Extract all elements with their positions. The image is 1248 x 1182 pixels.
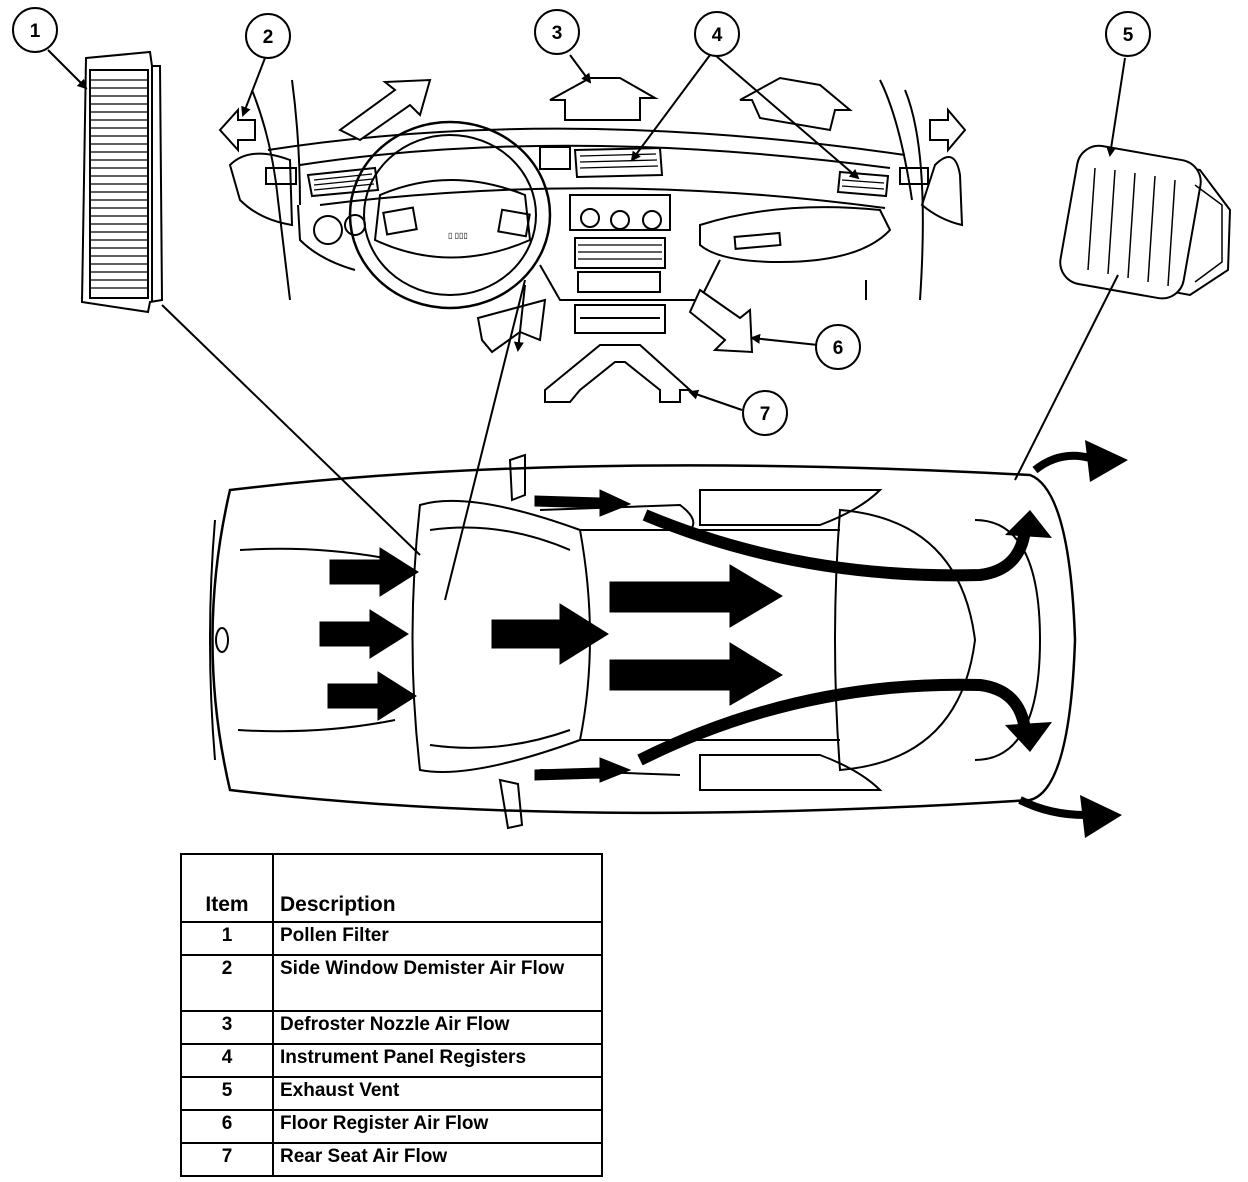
callout-3: 3 [534, 9, 580, 55]
legend-row: 1 Pollen Filter [180, 921, 603, 956]
car-curved-arrowheads [1005, 440, 1128, 838]
leader-lines [47, 49, 1126, 601]
legend-item-number: 5 [180, 1076, 274, 1111]
legend-item-description: Exhaust Vent [272, 1076, 603, 1111]
dashboard-illustration: ▯ ▯▯▯ [228, 79, 964, 334]
legend-item-description: Defroster Nozzle Air Flow [272, 1010, 603, 1045]
callout-2: 2 [245, 13, 291, 59]
dashboard-airflow-arrows [218, 76, 967, 403]
svg-text:4: 4 [712, 25, 723, 46]
car-curved-airflow [637, 451, 1092, 819]
legend-item-description: Rear Seat Air Flow [272, 1142, 603, 1177]
legend-row: 3 Defroster Nozzle Air Flow [180, 1010, 603, 1045]
svg-text:3: 3 [552, 23, 563, 44]
legend-header-item: Item [180, 853, 274, 923]
legend-item-number: 2 [180, 954, 274, 1012]
legend-row: 2 Side Window Demister Air Flow [180, 954, 603, 1012]
legend-row: 7 Rear Seat Air Flow [180, 1142, 603, 1177]
legend-item-number: 3 [180, 1010, 274, 1045]
svg-text:1: 1 [30, 21, 41, 42]
svg-text:2: 2 [263, 27, 274, 48]
legend-row: 5 Exhaust Vent [180, 1076, 603, 1111]
pollen-filter-illustration [80, 50, 164, 314]
svg-text:5: 5 [1123, 25, 1134, 46]
callout-4: 4 [694, 11, 740, 57]
legend-item-description: Instrument Panel Registers [272, 1043, 603, 1078]
legend-header-row: Item Description [180, 853, 603, 923]
legend-item-description: Floor Register Air Flow [272, 1109, 603, 1144]
exhaust-vent-illustration [1059, 144, 1232, 300]
svg-text:7: 7 [760, 404, 771, 425]
legend-row: 6 Floor Register Air Flow [180, 1109, 603, 1144]
legend-item-number: 4 [180, 1043, 274, 1078]
callout-1: 1 [12, 7, 58, 53]
callout-5: 5 [1105, 11, 1151, 57]
svg-text:6: 6 [833, 338, 844, 359]
car-top-view [209, 453, 1077, 830]
callout-7: 7 [742, 390, 788, 436]
car-airflow-arrows [319, 489, 783, 783]
legend-row: 4 Instrument Panel Registers [180, 1043, 603, 1078]
legend-item-number: 1 [180, 921, 274, 956]
legend-item-number: 7 [180, 1142, 274, 1177]
legend-header-description: Description [272, 853, 603, 923]
callout-6: 6 [815, 324, 861, 370]
legend-item-number: 6 [180, 1109, 274, 1144]
legend-item-description: Pollen Filter [272, 921, 603, 956]
legend-item-description: Side Window Demister Air Flow [272, 954, 603, 1012]
legend-table: Item Description 1 Pollen Filter 2 Side … [180, 853, 603, 1177]
svg-text:▯ ▯▯▯: ▯ ▯▯▯ [448, 231, 468, 240]
